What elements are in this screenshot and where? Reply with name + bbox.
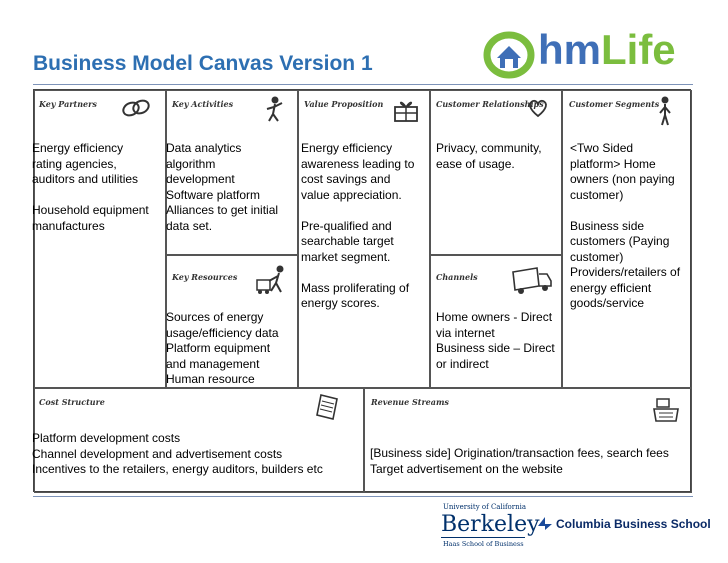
key-activities-cell: Key Activities — [166, 90, 298, 255]
cash-register-icon — [653, 398, 679, 422]
channels-text: Home owners - Direct via internet Busine… — [436, 310, 555, 371]
key-activities-header: Key Activities — [172, 99, 234, 109]
person-icon — [659, 96, 671, 126]
value-proposition-header: Value Proposition — [304, 99, 384, 109]
berkeley-wordmark: Berkeley — [441, 512, 540, 537]
cost-structure-header: Cost Structure — [39, 397, 105, 407]
chain-link-icon — [122, 99, 150, 117]
value-proposition-cell: Value Proposition — [298, 90, 430, 388]
value-proposition-text: Energy efficiency awareness leading to c… — [301, 141, 415, 310]
revenue-streams-text: [Business side] Origination/transaction … — [370, 446, 669, 476]
top-rule — [33, 84, 693, 85]
receipt-icon — [316, 394, 338, 420]
berkeley-rule — [441, 537, 525, 538]
key-partners-cell: Key Partners — [34, 90, 166, 388]
truck-icon — [512, 267, 552, 294]
key-resources-text: Sources of energy usage/efficiency data … — [166, 310, 279, 386]
business-model-canvas: Key Partners Key Activities Key Resource… — [32, 89, 692, 493]
gift-icon — [394, 101, 418, 122]
logo-text-hm: hm — [538, 26, 601, 73]
logo-wordmark: hmLife — [538, 24, 676, 76]
customer-relationships-header: Customer Relationships — [436, 99, 544, 109]
bottom-rule — [33, 496, 693, 497]
customer-segments-header: Customer Segments — [569, 99, 660, 109]
uc-label: University of California — [443, 503, 527, 511]
revenue-streams-cell: Revenue Streams — [364, 388, 692, 493]
key-resources-cell: Key Resources — [166, 255, 298, 388]
columbia-business-school-logo: Columbia Business School — [556, 517, 711, 531]
cost-structure-cell: Cost Structure — [34, 388, 364, 493]
key-partners-header: Key Partners — [39, 99, 97, 109]
channels-cell: Channels — [430, 255, 562, 388]
key-activities-text: Data analytics algorithm development Sof… — [166, 141, 279, 233]
slide-title: Business Model Canvas Version 1 — [33, 52, 373, 75]
columbia-crown-icon — [538, 517, 552, 530]
key-resources-header: Key Resources — [172, 272, 238, 282]
logo-text-life: Life — [601, 26, 676, 73]
customer-segments-text: <Two Sided platform> Home owners (non pa… — [570, 141, 681, 310]
ohmlife-logo — [483, 31, 535, 79]
worker-cart-icon — [256, 265, 284, 294]
channels-header: Channels — [436, 272, 478, 282]
cost-structure-text: Platform development costs Channel devel… — [32, 431, 323, 476]
customer-relationships-cell: Customer Relationships — [430, 90, 562, 255]
haas-label: Haas School of Business — [443, 540, 524, 548]
customer-segments-cell: Customer Segments — [562, 90, 692, 388]
heart-icon — [529, 99, 547, 118]
worker-icon — [266, 96, 283, 122]
key-partners-text: Energy efficiency rating agencies, audit… — [32, 141, 149, 233]
revenue-streams-header: Revenue Streams — [371, 397, 449, 407]
customer-relationships-text: Privacy, community, ease of usage. — [436, 141, 542, 171]
